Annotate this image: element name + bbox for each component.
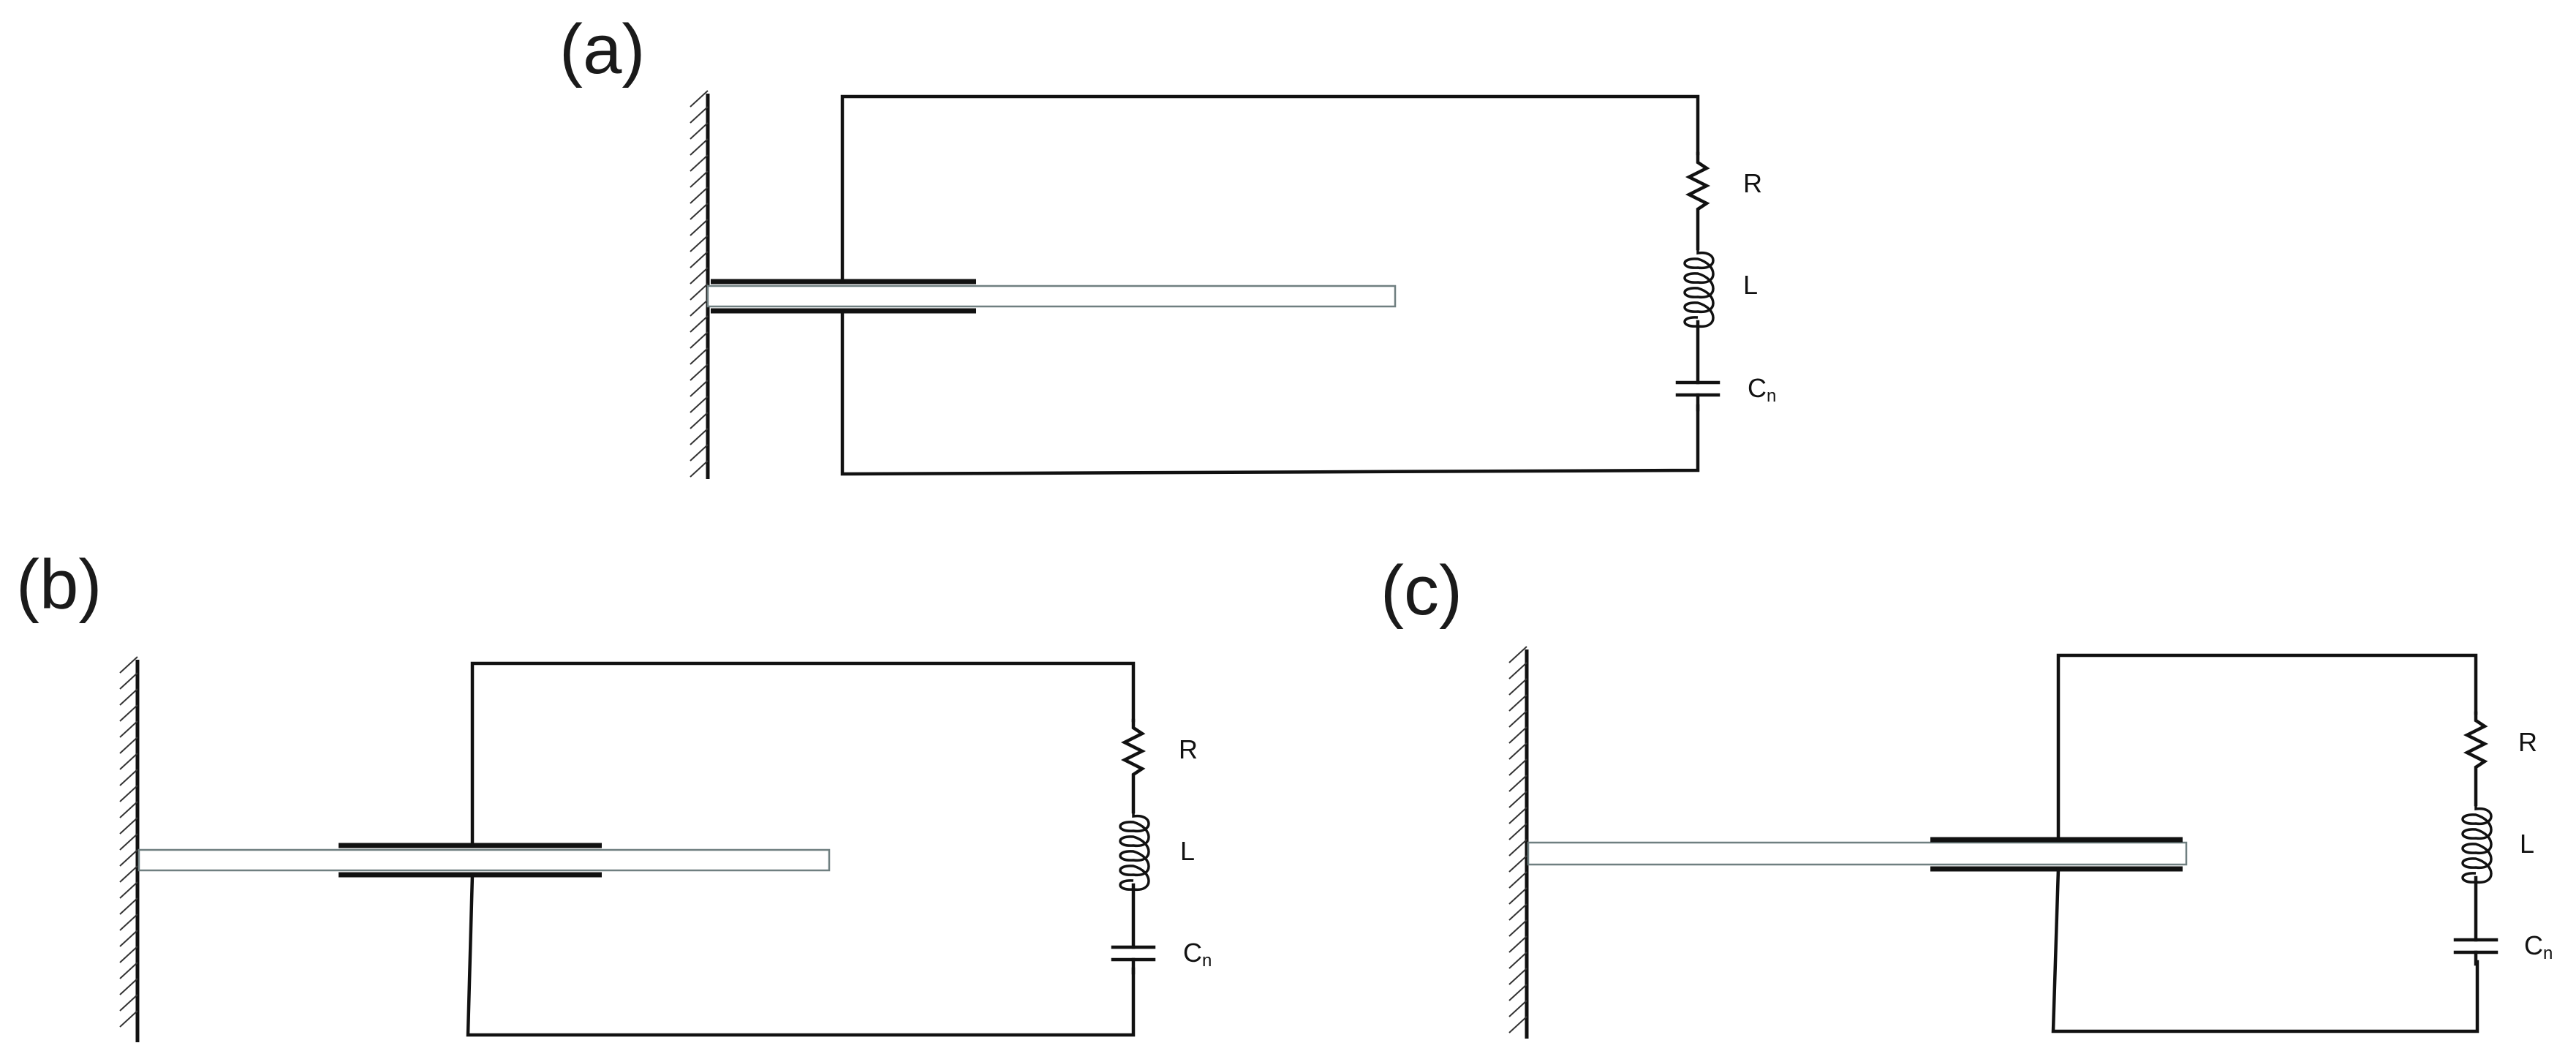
panel-a-wall-hatch — [690, 90, 709, 478]
panel-c-circuit-wire-top — [2056, 653, 2478, 842]
panel-c-wall-hatch — [1508, 646, 1527, 1033]
panel-a-circuit-wire-bottom — [840, 309, 1700, 476]
panel-b-capacitor-icon — [1111, 945, 1156, 975]
panel-b-inductor-icon — [1119, 812, 1150, 892]
panel-a: (a) R L Cn — [559, 10, 1776, 479]
panel-a-circuit-wire-top — [840, 94, 1700, 284]
panel-b: (b) R L Cn — [16, 546, 1212, 1042]
panel-c-circuit-wire-bottom — [2051, 867, 2479, 1033]
panel-b-cantilever-beam — [137, 848, 831, 872]
panel-a-capacitor-icon — [1675, 380, 1721, 412]
panel-b-inductor-label: L — [1180, 836, 1195, 866]
panel-b-resistor-icon — [1120, 718, 1147, 814]
panel-c-capacitor-label: Cn — [2524, 930, 2553, 963]
panel-c-capacitor-icon — [2453, 938, 2498, 966]
panel-c-wall — [1508, 646, 1529, 1039]
panel-a-cantilever-beam — [706, 285, 1397, 308]
panel-c-inductor-label: L — [2520, 829, 2534, 859]
panel-b-circuit-wire-bottom — [466, 873, 1136, 1037]
panel-b-wall-hatch — [119, 656, 138, 1028]
panel-b-capacitor-label: Cn — [1183, 938, 1212, 971]
panel-c: (c) R L Cn — [1380, 551, 2553, 1039]
panel-c-cantilever-beam — [1527, 841, 2188, 866]
panel-c-label: (c) — [1380, 551, 1462, 630]
panel-b-wall — [119, 656, 140, 1042]
panel-c-inductor-icon — [2461, 805, 2493, 884]
panel-a-label: (a) — [559, 10, 645, 88]
panel-a-inductor-icon — [1683, 249, 1715, 328]
panel-a-wall — [690, 90, 710, 479]
panel-b-circuit-wire-top — [470, 661, 1136, 848]
panel-c-resistor-label: R — [2518, 727, 2537, 757]
panel-b-label: (b) — [16, 546, 102, 624]
panel-a-capacitor-label: Cn — [1748, 373, 1776, 406]
panel-a-resistor-label: R — [1743, 168, 1762, 198]
panel-c-resistor-icon — [2463, 711, 2489, 807]
panel-b-resistor-label: R — [1179, 734, 1198, 764]
panel-a-resistor-icon — [1685, 151, 1711, 251]
panel-a-inductor-label: L — [1743, 270, 1758, 300]
